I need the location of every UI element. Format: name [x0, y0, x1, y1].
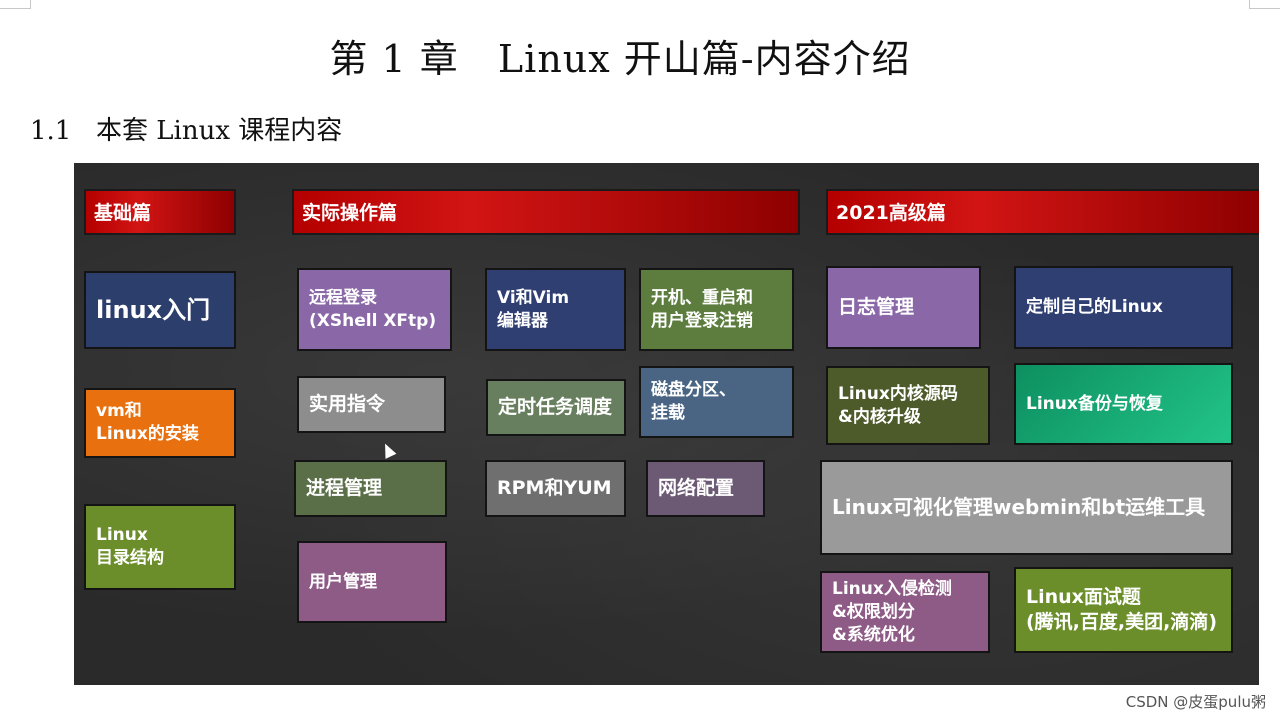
page-corner-mark	[1249, 0, 1280, 9]
tile-process-mgmt: 进程管理	[294, 460, 447, 517]
tile-interview-questions: Linux面试题 (腾讯,百度,美团,滴滴)	[1014, 567, 1233, 653]
watermark: CSDN @皮蛋pulu粥	[1125, 693, 1266, 711]
page-corner-mark	[0, 0, 31, 9]
header-basic: 基础篇	[84, 189, 236, 235]
tile-kernel: Linux内核源码 &内核升级	[826, 366, 990, 445]
tile-cron: 定时任务调度	[486, 379, 626, 436]
tile-practical-commands: 实用指令	[297, 376, 446, 433]
mouse-cursor-icon	[379, 441, 397, 459]
tile-directory-structure: Linux 目录结构	[84, 504, 236, 590]
tile-webmin-bt: Linux可视化管理webmin和bt运维工具	[820, 460, 1233, 555]
section-number: 1.1	[30, 116, 72, 146]
tile-network-config: 网络配置	[646, 460, 765, 517]
tile-vm-install: vm和 Linux的安装	[84, 388, 236, 458]
tile-log-mgmt: 日志管理	[826, 266, 981, 349]
tile-remote-login: 远程登录 (XShell XFtp)	[297, 268, 452, 351]
chapter-title: 第 1 章 Linux 开山篇-内容介绍	[329, 37, 911, 81]
tile-intrusion-detection: Linux入侵检测 &权限划分 &系统优化	[820, 571, 990, 653]
tile-disk-partition: 磁盘分区、 挂载	[639, 366, 794, 438]
header-practical: 实际操作篇	[292, 189, 800, 235]
section-title: 本套 Linux 课程内容	[96, 116, 343, 146]
tile-rpm-yum: RPM和YUM	[485, 460, 626, 517]
header-advanced: 2021高级篇	[826, 189, 1259, 235]
tile-backup: Linux备份与恢复	[1014, 363, 1233, 445]
section-heading: 1.1 本套 Linux 课程内容	[30, 110, 342, 147]
tile-custom-linux: 定制自己的Linux	[1014, 266, 1233, 349]
tile-vi-vim: Vi和Vim 编辑器	[485, 268, 626, 351]
tile-boot-reboot: 开机、重启和 用户登录注销	[639, 268, 794, 351]
tile-user-mgmt: 用户管理	[297, 541, 447, 623]
course-content-board: 基础篇 实际操作篇 2021高级篇 linux入门 vm和 Linux的安装 L…	[74, 163, 1259, 685]
tile-linux-intro: linux入门	[84, 271, 236, 349]
